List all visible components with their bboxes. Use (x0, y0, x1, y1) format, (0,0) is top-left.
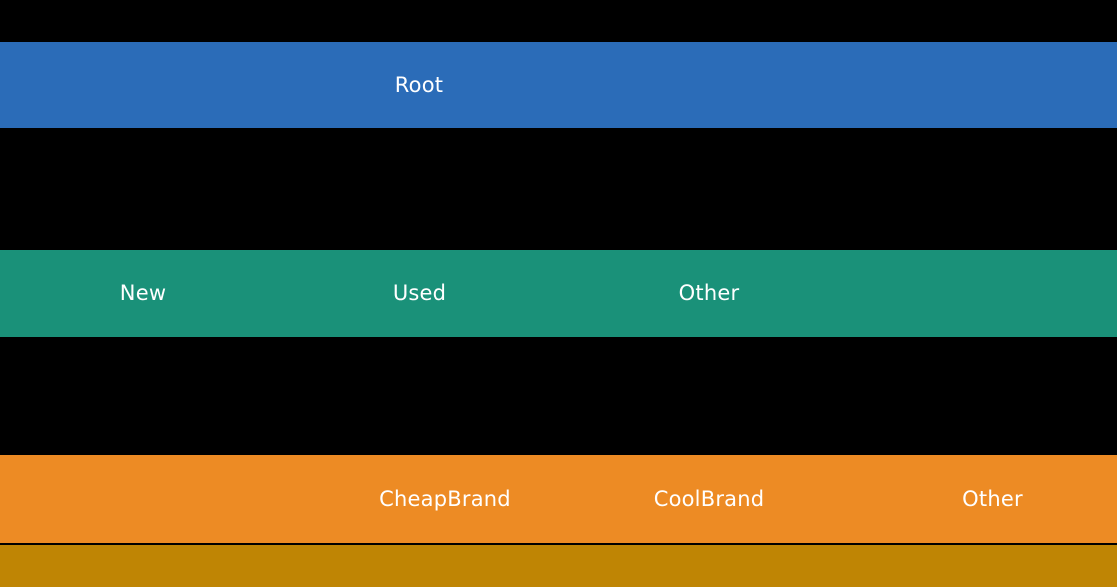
icicle-node-used[interactable]: Used (320, 250, 519, 337)
icicle-node-label: New (119, 281, 167, 305)
icicle-node[interactable] (810, 250, 1117, 337)
icicle-node-label: CoolBrand (653, 486, 765, 511)
icicle-node-label: Other (962, 486, 1023, 511)
icicle-node[interactable] (810, 455, 868, 543)
icicle-node-coolbrand[interactable]: CoolBrand (608, 455, 810, 543)
icicle-node-label: Root (394, 72, 444, 97)
icicle-node[interactable] (518, 42, 1117, 128)
icicle-node[interactable] (0, 250, 43, 337)
icicle-node-label: Other (678, 281, 740, 305)
icicle-node-label: Used (392, 281, 447, 305)
icicle-node[interactable] (519, 250, 608, 337)
icicle-level-brand: CheapBrand CoolBrand Other (0, 455, 1117, 543)
icicle-node[interactable] (0, 42, 320, 128)
icicle-level-leaf (0, 545, 1117, 587)
icicle-level-condition: New Used Other (0, 250, 1117, 337)
icicle-node[interactable] (0, 455, 345, 543)
icicle-node-other[interactable]: Other (868, 455, 1117, 543)
icicle-node[interactable] (243, 250, 320, 337)
icicle-node-other[interactable]: Other (608, 250, 810, 337)
icicle-node-cheapbrand[interactable]: CheapBrand (345, 455, 545, 543)
icicle-node[interactable] (545, 455, 608, 543)
icicle-level-root: Root (0, 42, 1117, 128)
icicle-node-label: CheapBrand (379, 486, 511, 511)
icicle-node-new[interactable]: New (43, 250, 243, 337)
icicle-node-root[interactable]: Root (320, 42, 518, 128)
icicle-node[interactable] (0, 545, 1117, 587)
